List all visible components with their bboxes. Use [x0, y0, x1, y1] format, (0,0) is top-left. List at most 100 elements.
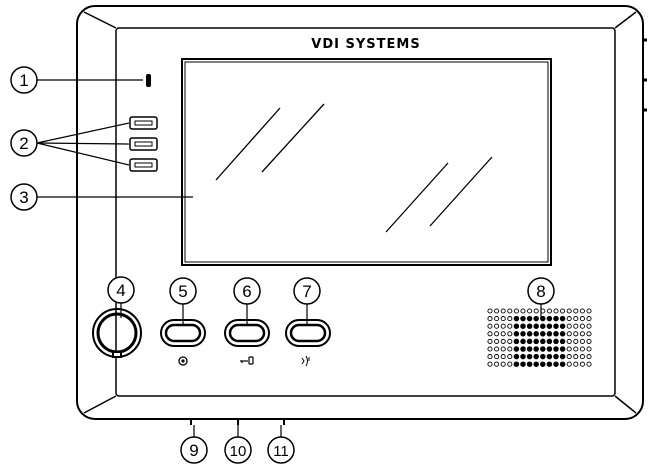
grille-hole: [553, 331, 559, 337]
callout-number: 1: [19, 71, 28, 90]
grille-hole: [500, 323, 506, 329]
grille-hole: [533, 331, 539, 337]
grille-hole: [546, 308, 552, 314]
grille-hole: [520, 346, 526, 352]
grille-hole: [573, 308, 579, 314]
grille-hole: [579, 308, 585, 314]
grille-hole: [494, 331, 500, 337]
grille-hole: [494, 316, 500, 322]
talk-button[interactable]: [285, 319, 331, 367]
grille-hole: [513, 315, 520, 322]
grille-hole: [526, 353, 533, 360]
unlock-button[interactable]: [224, 319, 270, 365]
grille-hole: [526, 323, 533, 329]
grille-hole: [513, 308, 519, 314]
grille-hole: [573, 354, 579, 360]
callout-number: 9: [189, 441, 198, 460]
grille-hole: [566, 338, 572, 344]
grille-hole: [540, 315, 546, 322]
side-keys: [129, 116, 158, 172]
grille-hole: [527, 308, 533, 314]
grille-hole: [487, 331, 493, 337]
grille-hole: [494, 346, 500, 352]
grille-hole: [553, 308, 559, 314]
grille-hole: [520, 323, 526, 329]
grille-hole: [553, 338, 559, 345]
grille-hole: [494, 338, 500, 344]
callout-number: 8: [536, 282, 545, 301]
grille-hole: [553, 346, 559, 352]
grille-hole: [579, 338, 585, 344]
grille-hole: [573, 331, 579, 337]
grille-hole: [566, 316, 572, 322]
grille-hole: [513, 338, 520, 345]
callout-7: 7: [293, 277, 321, 305]
grille-hole: [520, 308, 526, 314]
callout-8: 8: [527, 277, 555, 305]
callout-number: 5: [178, 282, 187, 301]
grille-hole: [507, 354, 513, 360]
grille-hole: [500, 354, 506, 360]
callout-1: 1: [10, 66, 38, 94]
grille-hole: [546, 315, 553, 322]
grille-hole: [500, 331, 506, 337]
grille-hole: [553, 353, 559, 360]
grille-hole: [487, 323, 493, 329]
grille-hole: [546, 346, 553, 352]
grille-hole: [553, 315, 559, 322]
grille-hole: [546, 331, 553, 337]
callout-11: 11: [267, 436, 295, 464]
callout-number: 11: [273, 443, 289, 460]
grille-hole: [513, 346, 520, 352]
grille-hole: [520, 361, 526, 367]
grille-hole: [559, 323, 566, 329]
speaker-grille: [487, 308, 592, 367]
grille-hole: [566, 346, 572, 352]
grille-hole: [560, 308, 566, 314]
grille-hole: [494, 361, 500, 367]
grille-hole: [579, 323, 585, 329]
side-key-top[interactable]: [129, 116, 158, 130]
grille-hole: [553, 323, 559, 329]
grille-hole: [520, 315, 526, 322]
grille-hole: [586, 354, 592, 360]
grille-hole: [586, 346, 592, 352]
grille-hole: [520, 338, 526, 345]
grille-hole: [507, 331, 513, 337]
grille-hole: [533, 323, 539, 329]
grille-hole: [533, 346, 539, 352]
grille-hole: [579, 316, 585, 322]
grille-hole: [540, 331, 546, 337]
grille-hole: [487, 354, 493, 360]
grille-hole: [526, 338, 533, 345]
grille-hole: [559, 331, 566, 337]
grille-hole: [520, 331, 526, 337]
grille-hole: [500, 316, 506, 322]
side-edge-notches: [644, 38, 647, 112]
callout-2: 2: [10, 129, 38, 157]
grille-hole: [520, 353, 526, 360]
grille-hole: [487, 346, 493, 352]
record-button[interactable]: [160, 319, 206, 366]
grille-hole: [487, 338, 493, 344]
grille-hole: [540, 346, 546, 352]
callout-number: 2: [19, 134, 28, 153]
side-key-bottom[interactable]: [129, 158, 158, 172]
grille-hole: [507, 338, 513, 344]
grille-hole: [586, 361, 592, 367]
callout-4: 4: [107, 276, 135, 304]
grille-hole: [573, 323, 579, 329]
grille-hole: [507, 316, 513, 322]
grille-hole: [566, 308, 572, 314]
grille-hole: [533, 353, 539, 360]
side-key-middle[interactable]: [129, 137, 158, 151]
grille-hole: [559, 361, 566, 367]
grille-hole: [487, 316, 493, 322]
grille-hole: [513, 331, 520, 337]
grille-hole: [566, 354, 572, 360]
grille-hole: [507, 308, 513, 314]
monitor-button[interactable]: [92, 308, 142, 358]
grille-hole: [540, 353, 546, 360]
